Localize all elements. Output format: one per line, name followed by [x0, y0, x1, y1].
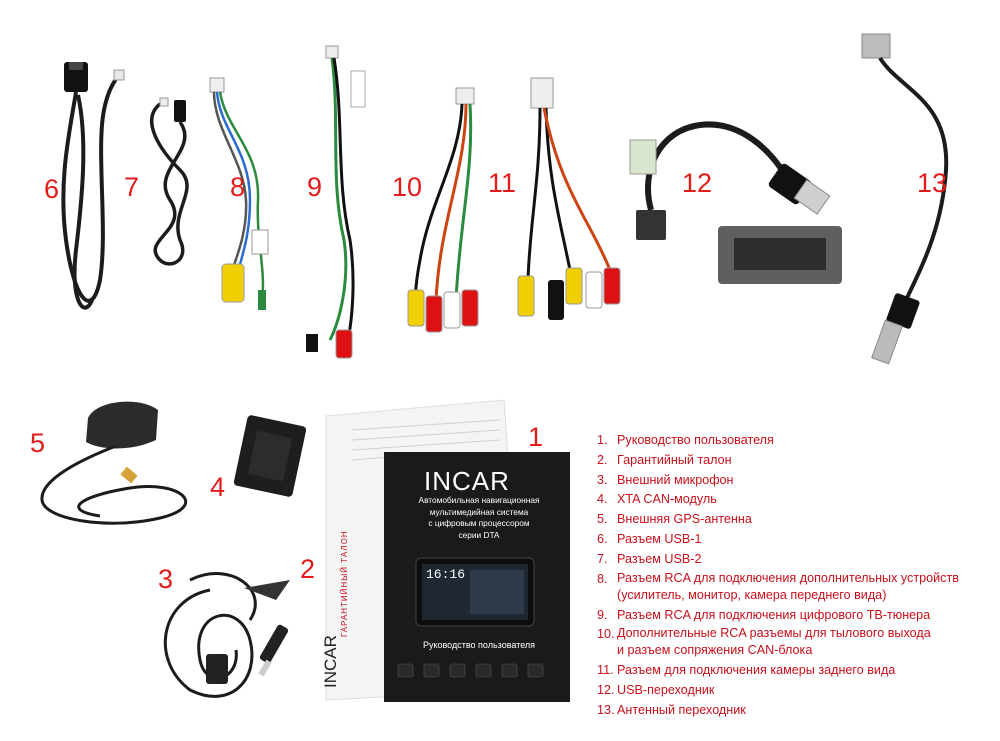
- usb-2-cable: [149, 97, 189, 266]
- rca-harness-8: [209, 77, 269, 310]
- legend-item: 6.Разъем USB-1: [597, 531, 702, 546]
- rca-harness-10: [407, 87, 479, 333]
- legend-item: 10. Дополнительные RCA разъемы для тылов…: [597, 626, 931, 658]
- can-module: [233, 415, 307, 497]
- manual-brand-logo: INCAR: [424, 466, 510, 496]
- legend-item: 12.USB-переходник: [597, 683, 715, 698]
- item-number-13: 13: [917, 168, 948, 198]
- item-number-9: 9: [307, 172, 323, 202]
- item-number-4: 4: [210, 472, 226, 502]
- legend-item: 4.XTA CAN-модуль: [597, 492, 717, 507]
- item-number-3: 3: [158, 564, 174, 594]
- item-number-11: 11: [488, 168, 517, 198]
- usb-1-cable: [61, 62, 125, 310]
- usb-adapter: [629, 121, 842, 284]
- manual-screen-clock: 16:16: [426, 567, 466, 582]
- rca-harness-11: [517, 77, 621, 320]
- item-number-1: 1: [528, 422, 544, 452]
- legend-item: 1.Руководство пользователя: [597, 433, 774, 447]
- item-number-10: 10: [392, 172, 423, 202]
- legend-item: 3.Внешний микрофон: [597, 472, 734, 487]
- item-number-5: 5: [30, 428, 46, 458]
- component-legend: 1.Руководство пользователя 2.Гарантийный…: [597, 431, 997, 721]
- item-number-2: 2: [300, 554, 316, 584]
- legend-item: 13.Антенный переходник: [597, 702, 746, 717]
- legend-item: 7.Разъем USB-2: [597, 551, 702, 566]
- manual-title: Руководство пользователя: [422, 640, 536, 650]
- item-number-7: 7: [124, 172, 140, 202]
- manual-description: Автомобильная навигационная мультимедийн…: [418, 495, 540, 540]
- item-number-12: 12: [682, 168, 713, 198]
- rca-harness-9: [306, 45, 366, 359]
- gps-antenna: [40, 401, 188, 525]
- legend-item: 9.Разъем RCA для подключения цифрового Т…: [597, 607, 931, 622]
- item-number-6: 6: [44, 174, 60, 204]
- item-number-8: 8: [230, 172, 246, 202]
- legend-item: 2.Гарантийный талон: [597, 452, 732, 467]
- legend-item: 5.Внешняя GPS-антенна: [597, 512, 752, 527]
- warranty-brand-logo: INCAR: [321, 635, 340, 688]
- legend-item: 8.Разъем RCA для подключения дополнитель…: [597, 570, 959, 602]
- external-microphone: [163, 572, 290, 698]
- warranty-title: ГАРАНТИЙНЫЙ ТАЛОН: [340, 530, 349, 637]
- antenna-adapter: [861, 33, 949, 365]
- legend-item: 11.Разъем для подключения камеры заднего…: [597, 663, 896, 678]
- user-manual-cover: [384, 452, 570, 702]
